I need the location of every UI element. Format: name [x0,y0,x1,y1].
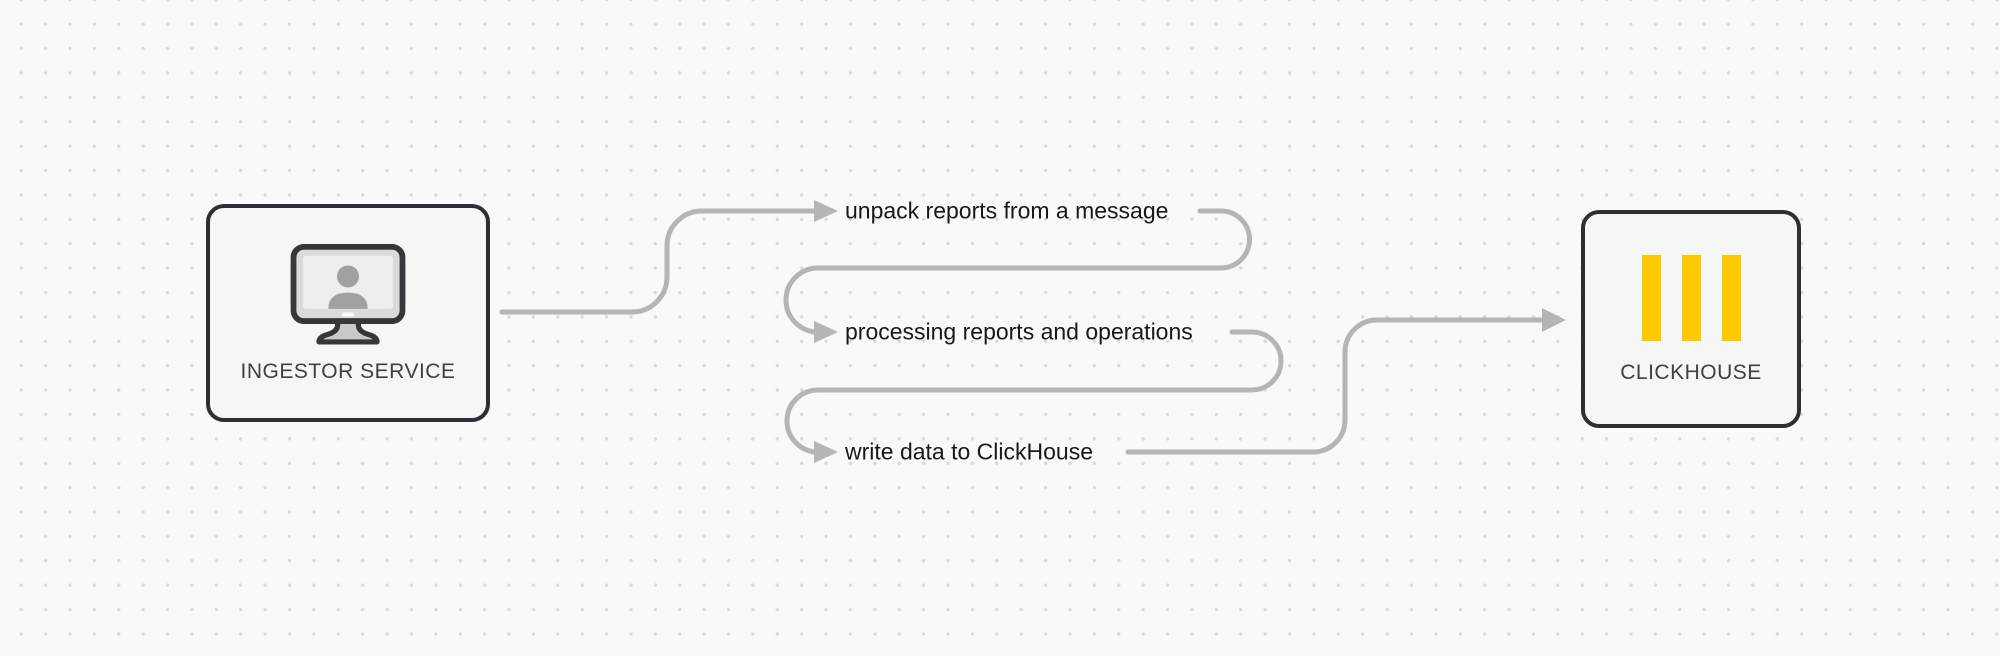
connector-step1-to-step2 [783,208,1252,335]
step-label-write: write data to ClickHouse [845,438,1093,465]
step-label-unpack: unpack reports from a message [845,197,1169,224]
connector-ingestor-to-step1 [499,208,817,315]
monitor-user-icon [290,244,406,345]
node-ingestor-label: INGESTOR SERVICE [240,360,456,383]
clickhouse-logo-icon [1641,255,1741,341]
arrowhead-icon [814,200,838,222]
node-clickhouse: CLICKHOUSE [1581,210,1801,428]
arrowhead-icon [1542,308,1566,332]
arrowhead-icon [814,321,838,343]
step-label-processing: processing reports and operations [845,318,1193,345]
node-ingestor-service: INGESTOR SERVICE [206,204,490,422]
connector-step3-to-clickhouse [1125,317,1545,455]
node-clickhouse-label: CLICKHOUSE [1620,361,1762,384]
arrowhead-icon [814,441,838,463]
connector-step2-to-step3 [784,329,1284,455]
